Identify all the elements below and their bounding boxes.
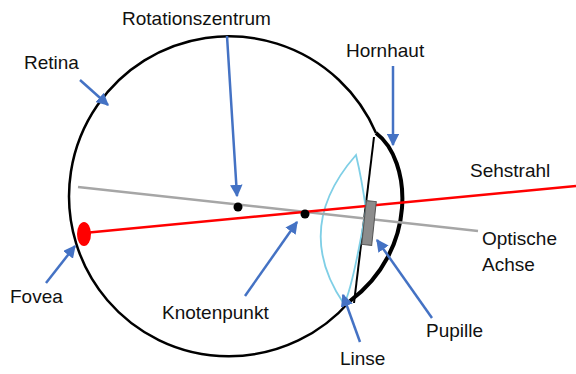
- part-label: Rotationszentrum: [122, 6, 271, 32]
- part-label: Fovea: [10, 284, 63, 310]
- part-label: Hornhaut: [346, 38, 424, 64]
- part-label: Optische Achse: [482, 226, 572, 278]
- fovea-spot: [77, 222, 91, 246]
- leader-arrow: [46, 246, 75, 283]
- nodal-point-dot: [301, 210, 310, 219]
- eyeball-outline: [69, 36, 376, 356]
- leader-arrow: [245, 222, 297, 296]
- part-label: Linse: [340, 346, 385, 372]
- part-label: Sehstrahl: [470, 158, 550, 184]
- part-label: Retina: [24, 50, 79, 76]
- leader-arrow: [392, 66, 395, 145]
- lens: [321, 155, 366, 304]
- leader-arrow: [343, 295, 360, 342]
- leader-arrow: [377, 240, 432, 318]
- part-label: Pupille: [426, 318, 483, 344]
- optical-axis: [78, 187, 478, 231]
- line-of-sight: [84, 186, 576, 233]
- pupil: [362, 201, 377, 246]
- leader-arrow: [80, 80, 108, 105]
- rotation-center-dot: [234, 203, 243, 212]
- part-label: Knotenpunkt: [162, 300, 269, 326]
- leader-arrow: [227, 36, 237, 196]
